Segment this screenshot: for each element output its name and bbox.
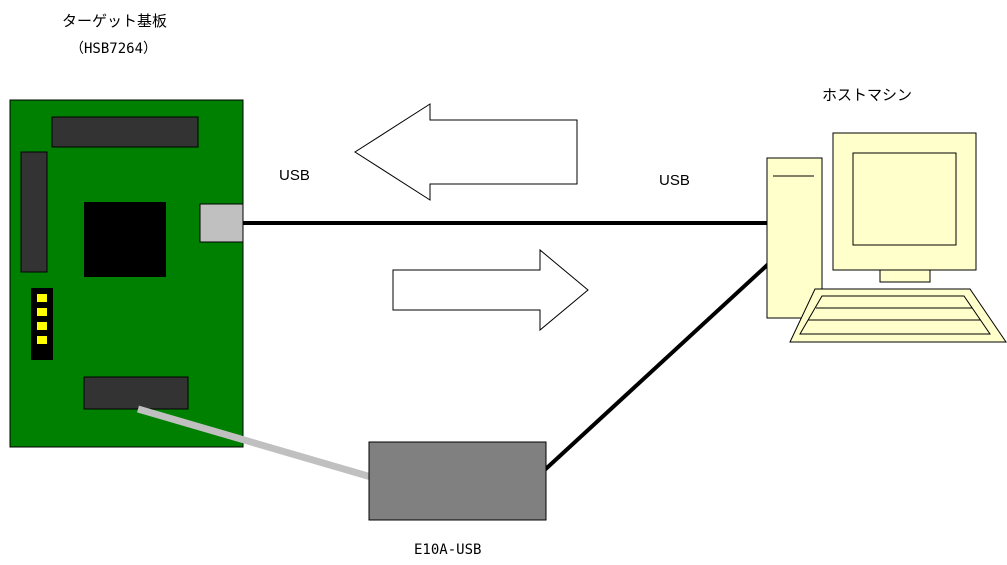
target-board — [9, 99, 244, 448]
board-usb-port — [199, 203, 244, 243]
debug-cable-board-to-emulator — [137, 405, 379, 483]
host-tower — [766, 157, 823, 319]
host-machine — [766, 132, 1007, 343]
board-led — [37, 294, 47, 302]
arrow-left-icon — [354, 103, 578, 201]
emulator-box — [368, 441, 547, 521]
board-debug-connector — [83, 376, 189, 410]
board-cpu-chip — [84, 202, 166, 277]
board-side-connector — [20, 151, 48, 273]
target-board-model: （HSB7264） — [70, 41, 158, 57]
usb-cable-emulator-to-host — [535, 255, 778, 479]
board-top-connector — [51, 116, 199, 148]
target-board-title: ターゲット基板 — [62, 12, 168, 30]
board-led — [37, 322, 47, 330]
host-keyboard-keys — [799, 295, 991, 335]
board-led — [37, 336, 47, 344]
host-monitor-stand — [879, 269, 931, 283]
usb-label-left: USB — [279, 167, 310, 184]
host-monitor-screen — [852, 152, 957, 246]
host-machine-title: ホストマシン — [822, 86, 913, 104]
host-keyboard — [789, 288, 1007, 343]
board-led-array — [31, 288, 53, 360]
usb-label-right: USB — [659, 172, 690, 189]
arrow-right-icon — [392, 248, 589, 332]
emulator-label: E10A-USB — [414, 542, 482, 558]
board-led — [37, 308, 47, 316]
